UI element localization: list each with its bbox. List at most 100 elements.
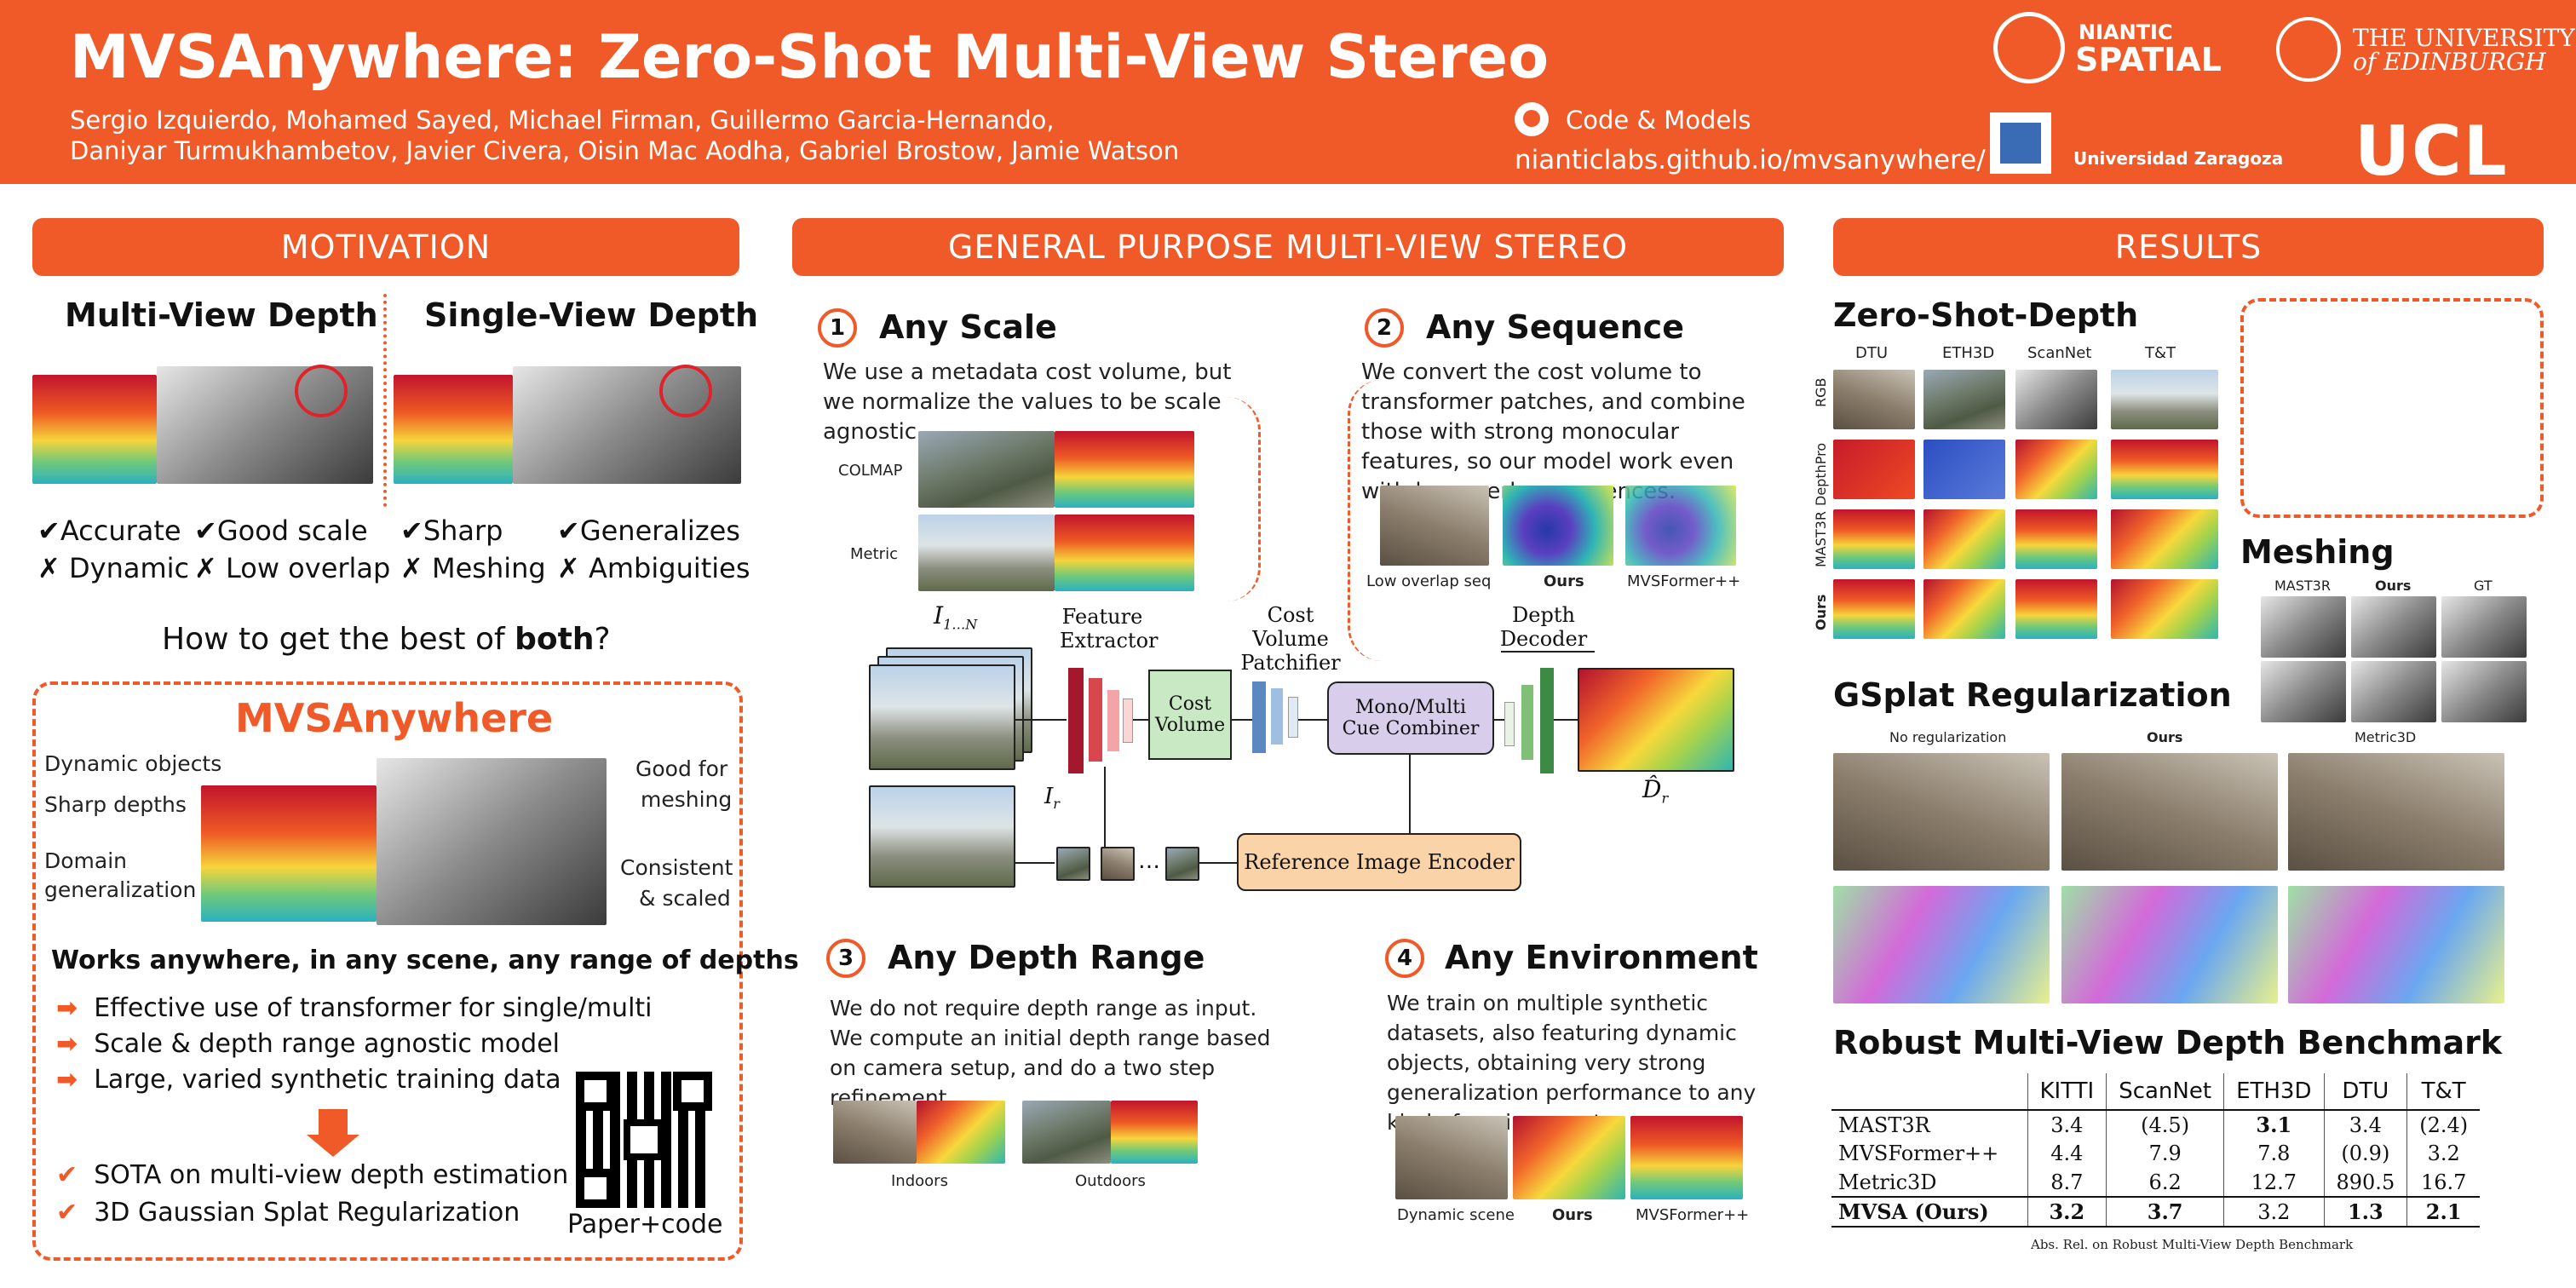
project-link[interactable]: nianticlabs.github.io/mvsanywhere/ xyxy=(1515,145,1986,175)
fe-line-1: Feature xyxy=(1061,605,1143,629)
decoder-layer xyxy=(1540,668,1554,773)
gsplat-title: GSplat Regularization xyxy=(1833,676,2232,714)
cc-line-1: Mono/Multi xyxy=(1354,697,1467,718)
any-sequence-title: Any Sequence xyxy=(1426,308,1684,346)
step-4-circle: 4 xyxy=(1385,939,1424,978)
value-cell: 4.4 xyxy=(2027,1139,2107,1168)
any-sequence-text: We convert the cost volume to transforme… xyxy=(1361,359,1745,504)
output-label-letter: D̂ xyxy=(1642,775,1662,803)
caption-low-overlap: Low overlap seq xyxy=(1366,572,1492,590)
arrow-down-head-icon xyxy=(307,1135,359,1157)
mvsa-mesh-image xyxy=(377,758,607,925)
edinburgh-logo-bottom: of EDINBURGH xyxy=(2353,48,2546,76)
single-pro-generalizes: ✔Generalizes xyxy=(557,515,740,547)
value-cell: 7.8 xyxy=(2223,1139,2324,1168)
method-cell: MAST3R xyxy=(1831,1109,2027,1139)
label-dynamic-objects: Dynamic objects xyxy=(44,751,222,776)
single-view-title: Single-View Depth xyxy=(424,296,759,334)
patch-thumb xyxy=(1056,847,1090,881)
value-cell: 16.7 xyxy=(2406,1168,2481,1197)
zs-col-tt: T&T xyxy=(2145,344,2176,362)
encoder-layer xyxy=(1068,668,1084,773)
zs-col-dtu: DTU xyxy=(1855,344,1889,362)
patch-thumb xyxy=(1165,847,1199,881)
gsplat-col-ours: Ours xyxy=(2147,729,2183,745)
bullet-3: ➡ Large, varied synthetic training data xyxy=(56,1065,561,1095)
step-1-circle: 1 xyxy=(818,308,857,348)
arrow-line xyxy=(1015,719,1067,721)
outdoor-depth xyxy=(1111,1101,1198,1164)
method-cell: Metric3D xyxy=(1838,1170,1937,1194)
ours-sequence-depth xyxy=(1503,486,1613,566)
caption-env-ours: Ours xyxy=(1552,1206,1593,1224)
qr-code[interactable] xyxy=(576,1072,712,1208)
dd-line-1: Depth xyxy=(1512,603,1575,627)
encoder-layer xyxy=(1089,678,1102,762)
input-frame-front xyxy=(869,664,1015,770)
label-good-for: Good for xyxy=(635,756,728,781)
encoder-layer xyxy=(1123,699,1133,743)
ellipsis: … xyxy=(1138,848,1160,874)
table-header-cell: ETH3D xyxy=(2223,1073,2324,1110)
github-icon xyxy=(1515,102,1549,136)
value-cell: 3.2 xyxy=(2406,1139,2481,1168)
caption-env-mvsformer: MVSFormer++ xyxy=(1636,1206,1750,1224)
decoder-layer xyxy=(1521,685,1533,760)
table-header-row: KITTI ScanNet ETH3D DTU T&T xyxy=(1831,1073,2481,1110)
zs-cell xyxy=(2111,370,2218,429)
multi-view-title: Multi-View Depth xyxy=(65,296,378,334)
table-header-cell: KITTI xyxy=(2027,1073,2107,1110)
method-cell: MVSA (Ours) xyxy=(1831,1196,2027,1228)
decoder-layer xyxy=(1504,702,1515,746)
step-2-circle: 2 xyxy=(1365,308,1404,348)
zs-cell xyxy=(1923,370,2005,429)
bullet-text: Scale & depth range agnostic model xyxy=(94,1029,560,1059)
outdoor-rgb xyxy=(1022,1101,1111,1164)
patch-layer xyxy=(1288,697,1298,738)
caption-outdoors: Outdoors xyxy=(1075,1172,1146,1190)
zs-cell xyxy=(1923,440,2005,499)
zs-row-mast3r: MAST3R xyxy=(1813,511,1829,567)
code-label: Code & Models xyxy=(1566,106,1751,135)
mvsanywhere-box xyxy=(32,681,743,1261)
value-cell: 12.7 xyxy=(2223,1168,2324,1197)
arrow-line xyxy=(1104,767,1106,862)
poster-header xyxy=(0,0,2576,184)
mvsformer-sequence-depth xyxy=(1625,486,1736,566)
gsplat-normal-cell xyxy=(1833,886,2050,1003)
arrow-line xyxy=(1298,719,1327,721)
zs-row-rgb: RGB xyxy=(1813,377,1829,408)
pt-line-1: Cost Volume xyxy=(1252,603,1329,651)
arrow-right-icon: ➡ xyxy=(56,1065,78,1095)
output-label: D̂r xyxy=(1642,775,1668,807)
zs-cell xyxy=(1833,509,1915,569)
indoor-rgb xyxy=(833,1101,917,1164)
zs-cell xyxy=(2015,370,2097,429)
benchmark-caption: Abs. Rel. on Robust Multi-View Depth Ben… xyxy=(2031,1237,2354,1252)
table-header-cell xyxy=(1831,1073,2027,1110)
gsplat-normal-cell xyxy=(2061,886,2278,1003)
mesh-cell xyxy=(2351,661,2436,722)
value-cell: 3.4 xyxy=(2027,1109,2107,1139)
ref-label-sub: r xyxy=(1053,796,1060,813)
label-meshing: meshing xyxy=(641,787,733,812)
zs-cell xyxy=(2015,579,2097,639)
check-icon: ✔ xyxy=(56,1198,78,1228)
arrow-line xyxy=(1181,862,1237,864)
cv-line-2: Volume xyxy=(1154,715,1226,736)
bullet-text: Effective use of transformer for single/… xyxy=(94,993,653,1023)
value-cell: 3.4 xyxy=(2323,1109,2407,1139)
single-con-ambiguities: ✗ Ambiguities xyxy=(557,552,750,584)
edinburgh-logo-top: THE UNIVERSITY xyxy=(2353,24,2575,52)
value-cell: 2.1 xyxy=(2406,1196,2481,1228)
result-text: SOTA on multi-view depth estimation xyxy=(94,1160,569,1190)
dynamic-scene-ours xyxy=(1513,1116,1625,1199)
bullet-2: ➡ Scale & depth range agnostic model xyxy=(56,1029,560,1059)
zs-cell xyxy=(2015,440,2097,499)
arrow-down-icon xyxy=(319,1109,348,1136)
gsplat-col-noreg: No regularization xyxy=(1889,729,2007,745)
zs-col-scannet: ScanNet xyxy=(2027,344,2092,362)
mesh-cell xyxy=(2261,596,2346,658)
